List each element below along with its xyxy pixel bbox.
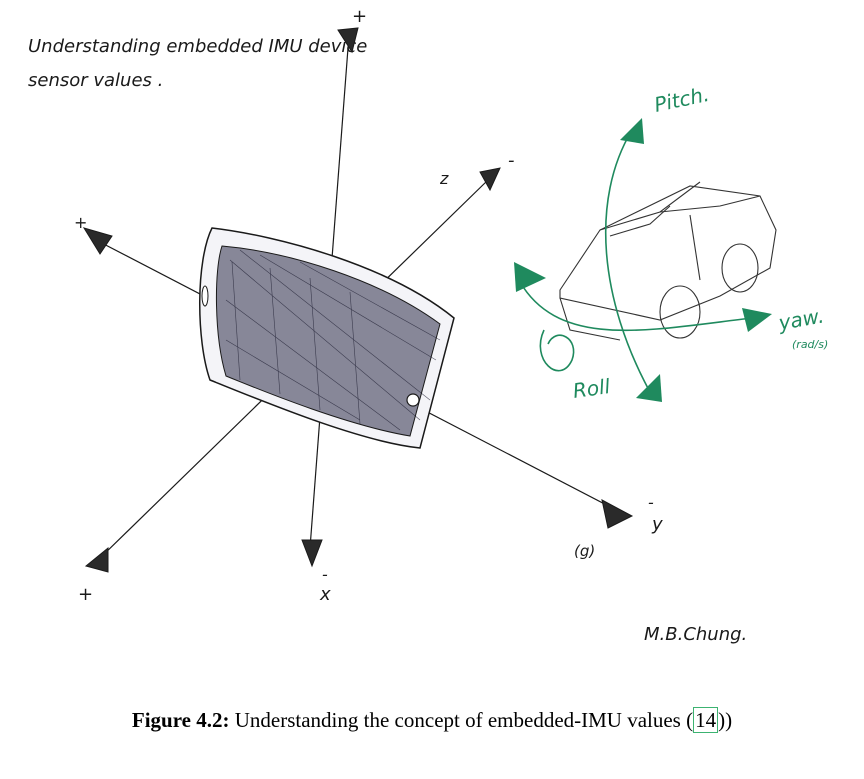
figure-caption: Figure 4.2: Understanding the concept of… bbox=[0, 707, 864, 733]
arrowhead-z bbox=[479, 167, 501, 192]
yaw-arrowhead bbox=[742, 308, 772, 332]
label-yaw: yaw. bbox=[776, 303, 826, 335]
axis-mark-bottom-left-plus: + bbox=[78, 584, 93, 605]
rotation-arrowheads bbox=[514, 118, 772, 402]
label-yaw-unit: (rad/s) bbox=[792, 338, 828, 351]
axis-mark-right-minus: - bbox=[648, 493, 654, 512]
pitch-arrowhead-top bbox=[620, 118, 644, 144]
label-roll: Roll bbox=[571, 374, 612, 403]
label-pitch: Pitch. bbox=[652, 82, 711, 117]
axis-mark-bottom-x: x bbox=[319, 584, 331, 605]
roll-arrowhead bbox=[514, 262, 546, 292]
yaw-curve bbox=[519, 281, 753, 332]
arrowhead-bottom bbox=[301, 539, 323, 568]
rotation-axes bbox=[519, 129, 753, 393]
axis-mark-left-plus: + bbox=[74, 213, 87, 232]
axis-mark-right-y: y bbox=[651, 514, 663, 535]
axis-mark-right-g: (g) bbox=[574, 542, 595, 560]
figure-label: Figure 4.2: bbox=[131, 708, 230, 732]
axis-arrowheads bbox=[82, 27, 634, 573]
imu-sketch: Understanding embedded IMU device sensor… bbox=[28, 6, 828, 645]
phone-sketch bbox=[199, 227, 455, 449]
sketch-title-line1: Understanding embedded IMU device bbox=[28, 36, 367, 57]
citation-link[interactable]: 14 bbox=[693, 707, 719, 733]
signature: M.B.Chung. bbox=[644, 624, 747, 645]
sketch-title-line2: sensor values . bbox=[28, 70, 163, 91]
axis-mark-top-plus: + bbox=[352, 6, 367, 27]
arrowhead-top bbox=[337, 27, 359, 54]
arrowhead-left bbox=[82, 227, 113, 255]
pitch-arrowhead-bottom bbox=[636, 374, 662, 402]
axis-mark-z-label: z bbox=[439, 169, 449, 188]
axis-mark-z-minus: - bbox=[508, 150, 515, 171]
roll-loop bbox=[539, 329, 575, 372]
arrowhead-bottom-left bbox=[84, 546, 109, 573]
figure-caption-close: )) bbox=[718, 708, 733, 732]
axis-mark-bottom-minus: - bbox=[322, 565, 328, 584]
car-sketch bbox=[559, 181, 777, 341]
pitch-curve bbox=[604, 129, 651, 393]
arrowhead-right bbox=[601, 499, 634, 529]
figure-caption-text: Understanding the concept of embedded-IM… bbox=[234, 708, 694, 732]
